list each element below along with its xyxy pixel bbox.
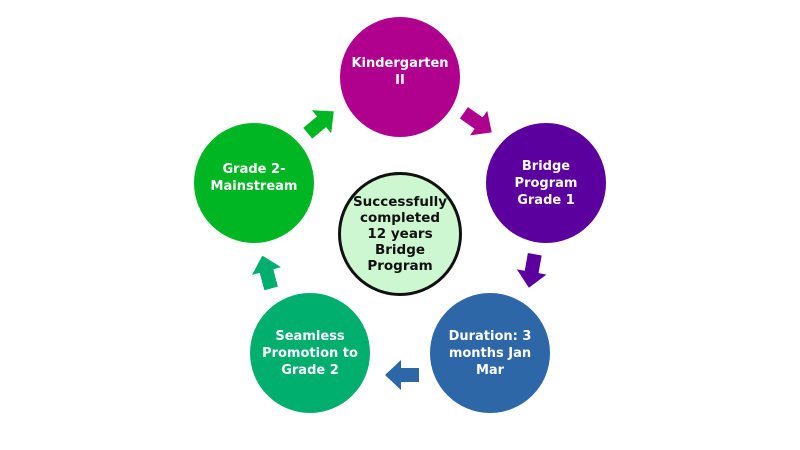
arrow-grade2-to-kindergarten <box>303 110 334 139</box>
node-duration: Duration: 3 months Jan Mar <box>430 293 550 413</box>
arrow-duration-to-seamless <box>385 360 419 390</box>
center-node: Successfully completed 12 years Bridge P… <box>338 172 462 296</box>
node-label: Duration: 3 months Jan Mar <box>448 328 532 378</box>
node-label: Seamless Promotion to Grade 2 <box>262 328 358 378</box>
arrow-seamless-to-grade2 <box>251 255 281 291</box>
node-seamless-promotion: Seamless Promotion to Grade 2 <box>250 293 370 413</box>
node-grade2-mainstream: Grade 2- Mainstream <box>194 123 314 243</box>
arrow-bridge-to-duration <box>516 253 547 288</box>
center-label: Successfully completed 12 years Bridge P… <box>352 194 448 274</box>
node-label: Kindergarten II <box>351 56 449 88</box>
arrow-kindergarten-to-bridge <box>459 107 492 136</box>
node-label: Grade 2- Mainstream <box>210 162 298 194</box>
node-label: Bridge Program Grade 1 <box>514 158 578 208</box>
node-kindergarten: Kindergarten II <box>340 17 460 137</box>
node-bridge-program: Bridge Program Grade 1 <box>486 123 606 243</box>
